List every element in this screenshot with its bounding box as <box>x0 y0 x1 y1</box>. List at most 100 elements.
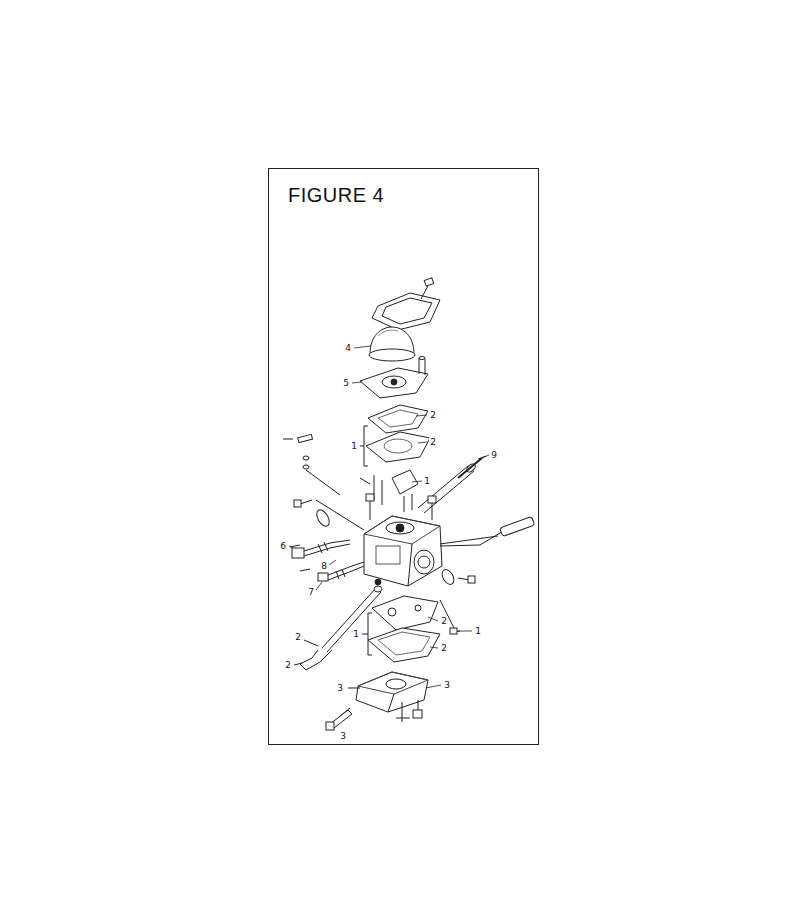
pump-cover <box>396 718 410 719</box>
callout-number: 3 <box>443 680 451 690</box>
leader-line <box>426 685 441 688</box>
throttle-shaft <box>500 516 535 536</box>
leader-line <box>430 647 438 648</box>
throttle-shaft <box>440 516 535 586</box>
inlet-needle <box>360 478 370 484</box>
throttle-shaft <box>468 576 475 583</box>
primer-bulb <box>378 330 398 336</box>
leader-line <box>316 582 322 590</box>
callout-number: 6 <box>279 541 287 551</box>
lever-arm <box>300 650 332 670</box>
pump-cover <box>326 722 334 730</box>
adjusting-needles <box>328 566 364 580</box>
carburetor-body <box>364 516 440 544</box>
pump-cover <box>356 672 428 712</box>
choke-shaft <box>294 500 364 530</box>
fuel-fitting <box>418 456 486 513</box>
pump-plate <box>419 358 420 374</box>
carburetor-body <box>414 550 434 574</box>
upper-gaskets <box>384 439 412 453</box>
lower-gaskets <box>415 605 421 611</box>
carburetor-body <box>364 494 442 586</box>
carburetor-illustration <box>269 169 539 745</box>
callout-number: 3 <box>339 731 347 741</box>
pump-cover <box>348 688 360 689</box>
carburetor-body <box>428 496 436 503</box>
leader-line <box>458 631 472 632</box>
small-parts <box>306 470 340 495</box>
pump-plate <box>425 359 426 375</box>
callout-number: 1 <box>350 441 358 451</box>
adjusting-needles <box>318 573 328 581</box>
primer-bulb <box>369 349 415 361</box>
pump-cover <box>358 672 428 694</box>
carburetor-body <box>418 556 430 568</box>
pump-plate <box>419 357 425 360</box>
adjusting-needles <box>290 540 364 581</box>
cover-plate <box>372 278 440 330</box>
callout-number: 9 <box>490 450 498 460</box>
inlet-needle <box>360 470 418 512</box>
pump-cover <box>413 710 422 718</box>
adjusting-needles <box>304 544 350 556</box>
small-parts <box>298 434 313 442</box>
callout-number: 2 <box>429 437 437 447</box>
pump-cover <box>388 694 394 712</box>
choke-shaft <box>314 508 332 529</box>
leader-line <box>416 415 427 416</box>
small-parts <box>303 465 309 469</box>
leader-line <box>329 560 336 565</box>
primer-bulb <box>369 327 415 361</box>
adjusting-needles <box>342 569 345 577</box>
lever-arm <box>294 663 302 665</box>
carburetor-body <box>366 494 374 501</box>
pump-cover <box>386 679 406 689</box>
callout-number: 1 <box>423 476 431 486</box>
pump-cover <box>418 700 419 710</box>
upper-gaskets <box>368 405 428 433</box>
leader-line <box>289 546 293 548</box>
upper-gaskets <box>360 446 364 447</box>
upper-gaskets <box>378 410 418 427</box>
cover-plate <box>382 298 432 324</box>
leader-line <box>412 481 422 482</box>
lower-gaskets <box>372 596 438 630</box>
callout-number: 2 <box>429 410 437 420</box>
callout-number: 2 <box>440 643 448 653</box>
bracket <box>364 426 368 466</box>
carburetor-body <box>370 500 371 520</box>
small-parts <box>303 456 309 460</box>
adjusting-needles <box>336 571 339 579</box>
pump-cover <box>402 702 403 722</box>
upper-gaskets <box>366 432 430 462</box>
figure-title: FIGURE 4 <box>288 184 384 207</box>
leader-line <box>352 382 362 383</box>
lower-gaskets <box>440 600 454 628</box>
adjusting-needles <box>324 542 328 551</box>
carburetor-body <box>396 524 404 532</box>
callout-number: 3 <box>336 683 344 693</box>
choke-shaft <box>294 500 301 507</box>
fuel-fitting <box>418 466 468 508</box>
inlet-needle <box>404 496 405 512</box>
lower-gaskets <box>388 608 396 616</box>
pump-cover <box>326 672 428 730</box>
inlet-needle <box>412 494 413 510</box>
leader-line <box>482 455 489 458</box>
small-parts <box>283 439 293 440</box>
carburetor-body <box>386 522 414 534</box>
carburetor-body <box>364 516 442 586</box>
throttle-shaft <box>440 568 457 587</box>
lever-arm <box>294 586 382 670</box>
cover-plate <box>372 293 440 330</box>
pump-plate <box>382 376 406 388</box>
carburetor-body <box>376 546 400 564</box>
carburetor-body <box>432 502 433 520</box>
throttle-shaft <box>440 530 505 546</box>
pump-plate <box>391 379 397 385</box>
fuel-fitting <box>458 458 482 478</box>
callout-number: 8 <box>320 561 328 571</box>
leader-line <box>354 346 371 348</box>
